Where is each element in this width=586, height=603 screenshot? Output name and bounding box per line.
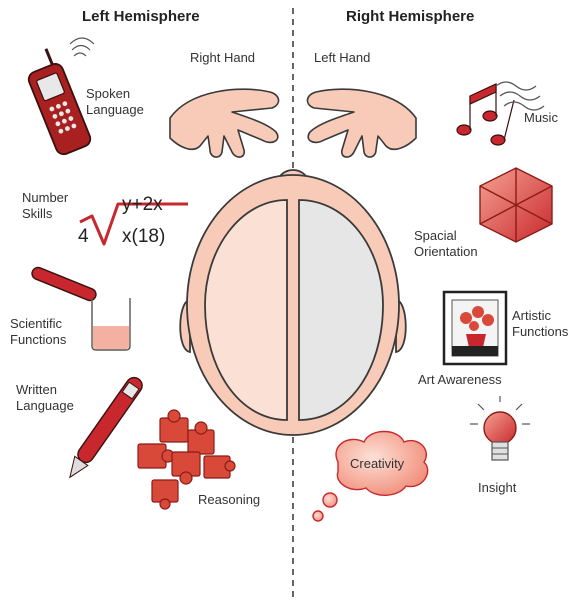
brain-top-view: [180, 170, 406, 435]
signal-waves-icon: [70, 38, 94, 56]
music-label: Music: [524, 110, 558, 126]
spacial-orientation-label: Spacial Orientation: [414, 228, 478, 260]
beaker-icon: [92, 298, 130, 350]
music-waves-icon: [496, 82, 544, 110]
art-awareness-label: Art Awareness: [418, 372, 502, 388]
number-skills-label: Number Skills: [22, 190, 68, 222]
hexagon-cube-icon: [480, 168, 552, 242]
math-denominator: x(18): [122, 226, 165, 248]
framed-flower-painting-icon: [444, 292, 506, 364]
right-hand-label: Right Hand: [190, 50, 255, 66]
left-hand-label: Left Hand: [314, 50, 370, 66]
insight-label: Insight: [478, 480, 516, 496]
written-language-label: Written Language: [16, 382, 74, 414]
scientific-functions-label: Scientific Functions: [10, 316, 66, 348]
pen-icon: [63, 374, 145, 481]
thought-cloud-icon: [313, 432, 428, 522]
math-numerator: y+2x: [122, 194, 163, 216]
mobile-phone-icon: [20, 46, 93, 157]
spoken-language-label: Spoken Language: [86, 86, 144, 118]
math-coefficient: 4: [78, 226, 89, 248]
right-hemisphere-heading: Right Hemisphere: [346, 8, 474, 25]
left-hemisphere-heading: Left Hemisphere: [82, 8, 200, 25]
creativity-label: Creativity: [350, 456, 404, 471]
right-hand-icon: [170, 89, 279, 157]
light-bulb-icon: [470, 396, 530, 460]
reasoning-label: Reasoning: [198, 492, 260, 508]
artistic-functions-label: Artistic Functions: [512, 308, 568, 340]
left-hand-icon: [307, 89, 416, 157]
test-tube-icon: [30, 266, 98, 303]
